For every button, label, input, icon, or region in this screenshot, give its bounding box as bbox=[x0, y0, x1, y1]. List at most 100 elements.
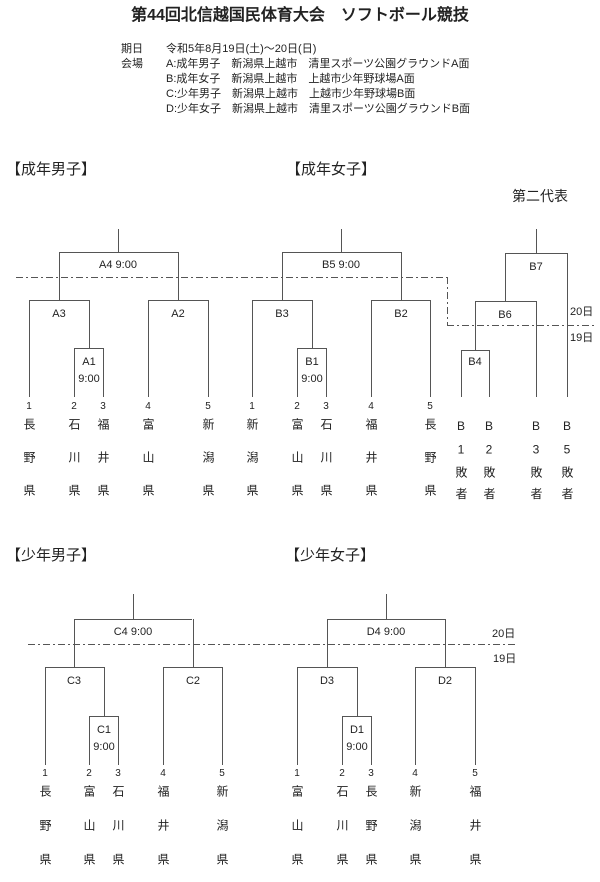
team-seed: 2 bbox=[86, 768, 92, 779]
team-name: 福井県 bbox=[468, 785, 482, 882]
match-time: 9:00 bbox=[346, 741, 368, 753]
bracket-line bbox=[29, 300, 30, 397]
bracket-line bbox=[74, 619, 192, 620]
team-seed: 5 bbox=[427, 401, 433, 412]
bracket-line bbox=[89, 716, 90, 765]
bracket-line bbox=[297, 667, 357, 668]
repechage-title: 第二代表 bbox=[512, 188, 568, 204]
bracket-line bbox=[89, 716, 118, 717]
bracket-line bbox=[222, 667, 223, 765]
team-name: 富山県 bbox=[141, 418, 155, 517]
match-label-repechage-first: B4 bbox=[468, 356, 482, 368]
team-name: 新潟県 bbox=[201, 418, 215, 517]
section-title-adult-women: 【成年女子】 bbox=[286, 161, 377, 178]
team-name: 石川県 bbox=[319, 418, 333, 517]
day-label-19-top: 19日 bbox=[570, 332, 594, 344]
bracket-line bbox=[297, 348, 326, 349]
match-time: 9:00 bbox=[93, 741, 115, 753]
match-label-semi: C3 bbox=[66, 675, 82, 687]
team-name: 石川県 bbox=[67, 418, 81, 517]
bracket-line bbox=[59, 252, 60, 300]
repechage-entrant: B2敗者 bbox=[482, 419, 496, 509]
winner-line bbox=[118, 229, 119, 252]
bracket-line bbox=[104, 667, 105, 716]
venue-label: 会場 bbox=[121, 58, 143, 70]
bracket-line bbox=[208, 300, 209, 397]
section-title-junior-women: 【少年女子】 bbox=[285, 547, 376, 564]
bracket-line bbox=[475, 301, 536, 302]
match-label-semi: C2 bbox=[185, 675, 201, 687]
bracket-line bbox=[282, 252, 401, 253]
match-time: 9:00 bbox=[78, 373, 100, 385]
bracket-line bbox=[45, 667, 104, 668]
bracket-line bbox=[415, 667, 416, 765]
team-seed: 4 bbox=[412, 768, 418, 779]
bracket-line bbox=[312, 300, 313, 348]
team-seed: 5 bbox=[219, 768, 225, 779]
bracket-line bbox=[252, 300, 253, 397]
bracket-line bbox=[148, 300, 149, 397]
bracket-line bbox=[297, 348, 298, 397]
bracket-line bbox=[371, 300, 372, 397]
bracket-line bbox=[536, 301, 537, 397]
match-label-semi: B3 bbox=[275, 308, 289, 320]
day-divider-line bbox=[28, 644, 517, 645]
match-label-first-round: A1 bbox=[82, 356, 96, 368]
match-label-final: A4 9:00 bbox=[99, 259, 137, 271]
bracket-line bbox=[148, 300, 208, 301]
team-name: 新潟県 bbox=[215, 785, 229, 882]
bracket-line bbox=[118, 716, 119, 765]
day-label-19-bottom: 19日 bbox=[493, 653, 517, 665]
match-label-repechage-semi: B6 bbox=[498, 309, 512, 321]
bracket-line bbox=[342, 716, 371, 717]
team-seed: 1 bbox=[26, 401, 32, 412]
bracket-line bbox=[103, 348, 104, 397]
team-name: 福井県 bbox=[364, 418, 378, 517]
match-label-semi: D2 bbox=[437, 675, 453, 687]
team-name: 新潟県 bbox=[408, 785, 422, 882]
team-name: 長野県 bbox=[38, 785, 52, 882]
day-divider-line bbox=[447, 325, 595, 326]
team-seed: 1 bbox=[42, 768, 48, 779]
match-label-semi: B2 bbox=[394, 308, 408, 320]
team-name: 石川県 bbox=[335, 785, 349, 882]
day-divider-line bbox=[16, 277, 447, 278]
bracket-line bbox=[505, 253, 567, 254]
team-name: 富山県 bbox=[82, 785, 96, 882]
bracket-line bbox=[252, 300, 312, 301]
date-value: 令和5年8月19日(土)～20日(日) bbox=[166, 43, 317, 55]
match-label-first-round: B1 bbox=[305, 356, 319, 368]
bracket-line bbox=[415, 667, 475, 668]
bracket-line bbox=[445, 619, 446, 667]
match-label-final: D4 9:00 bbox=[366, 626, 406, 638]
match-label-first-round: C1 bbox=[96, 724, 112, 736]
match-label-semi: A3 bbox=[52, 308, 66, 320]
date-label: 期日 bbox=[121, 43, 143, 55]
bracket-line bbox=[89, 300, 90, 348]
venue-row-a: A:成年男子 新潟県上越市 清里スポーツ公園グラウンドA面 bbox=[166, 58, 470, 70]
bracket-line bbox=[74, 348, 103, 349]
bracket-line bbox=[371, 300, 430, 301]
team-seed: 2 bbox=[294, 401, 300, 412]
bracket-line bbox=[178, 252, 179, 300]
match-label-first-round: D1 bbox=[349, 724, 365, 736]
venue-row-c: C:少年男子 新潟県上越市 上越市少年野球場B面 bbox=[166, 88, 416, 100]
team-name: 長野県 bbox=[423, 418, 437, 517]
bracket-line bbox=[461, 350, 462, 397]
match-label-repechage-final: B7 bbox=[529, 261, 543, 273]
match-label-final: B5 9:00 bbox=[322, 259, 360, 271]
team-seed: 4 bbox=[368, 401, 374, 412]
section-title-adult-men: 【成年男子】 bbox=[6, 161, 97, 178]
team-seed: 4 bbox=[160, 768, 166, 779]
venue-row-b: B:成年女子 新潟県上越市 上越市少年野球場A面 bbox=[166, 73, 415, 85]
team-name: 長野県 bbox=[364, 785, 378, 882]
bracket-line bbox=[282, 252, 283, 300]
team-seed: 5 bbox=[472, 768, 478, 779]
day-label-20-top: 20日 bbox=[570, 306, 594, 318]
match-time: 9:00 bbox=[301, 373, 323, 385]
venue-row-d: D:少年女子 新潟県上越市 清里スポーツ公園グラウンドB面 bbox=[166, 103, 471, 115]
team-seed: 4 bbox=[145, 401, 151, 412]
team-name: 福井県 bbox=[156, 785, 170, 882]
team-seed: 3 bbox=[368, 768, 374, 779]
team-seed: 5 bbox=[205, 401, 211, 412]
